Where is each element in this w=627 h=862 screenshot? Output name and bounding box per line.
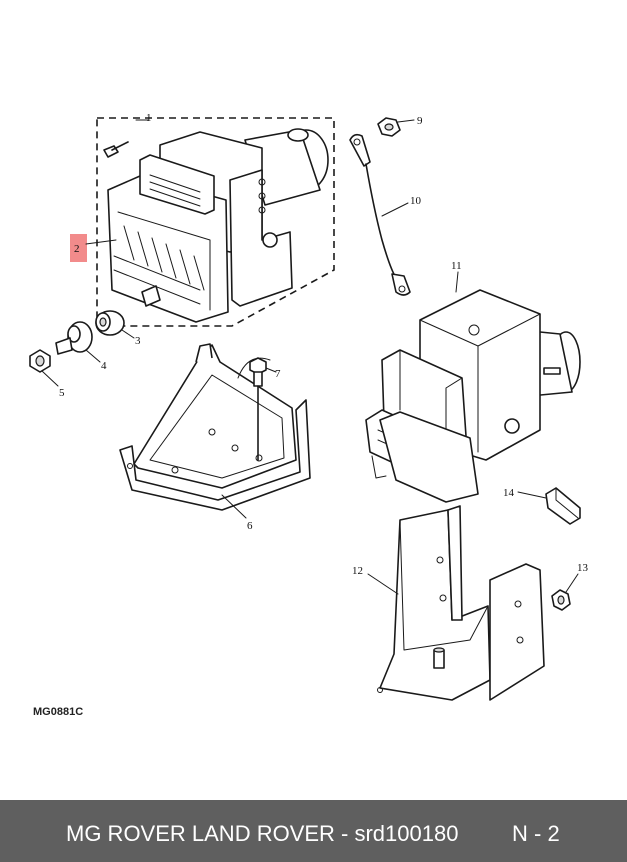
- callout-2: 2: [74, 243, 80, 255]
- callout-2-leader: [85, 239, 117, 245]
- diagram-reference-code: MG0881C: [33, 706, 84, 718]
- callout-5: 5: [59, 387, 65, 399]
- abs-modulator-alt: [365, 289, 581, 503]
- mounting-bracket-right: [377, 505, 545, 701]
- ecu-fins: [123, 225, 205, 291]
- assembly-dashed-outline: [96, 117, 335, 327]
- callout-9: 9: [417, 115, 423, 127]
- port-dot: [258, 178, 266, 186]
- callout-12-leader: [367, 573, 399, 595]
- parts-diagram: 1 2 3 4 5 6: [29, 112, 589, 701]
- footer-brand-text: MG ROVER LAND ROVER - srd100180: [66, 821, 459, 846]
- callout-13: 13: [577, 562, 589, 574]
- callout-13-leader: [565, 573, 579, 593]
- flange-nut-top: [377, 117, 401, 137]
- callout-11-leader: [455, 271, 459, 293]
- callout-3-leader: [121, 329, 135, 339]
- callout-11: 11: [451, 260, 462, 272]
- port-dot: [258, 206, 266, 214]
- port-hole: [262, 232, 278, 248]
- rubber-bush: [95, 310, 125, 336]
- mounting-bracket-left: [119, 343, 311, 511]
- callout-14-leader: [517, 491, 547, 499]
- callout-3: 3: [135, 335, 141, 347]
- callout-4-leader: [85, 349, 101, 363]
- top-bolt-shank: [111, 141, 129, 151]
- valve-block-side: [229, 169, 293, 307]
- abs-modulator-assembly: [96, 117, 335, 327]
- motor-cap: [287, 128, 309, 142]
- connector-pins: [149, 174, 201, 207]
- footer-bar: MG ROVER LAND ROVER - srd100180 N - 2: [0, 800, 627, 862]
- mounting-grommet: [55, 321, 93, 355]
- mounting-stud: [141, 285, 161, 307]
- callout-6: 6: [247, 520, 253, 532]
- callout-10: 10: [410, 195, 422, 207]
- flange-nut-right: [551, 589, 571, 611]
- callout-6-leader: [221, 494, 247, 519]
- callout-4: 4: [101, 360, 107, 372]
- bracket-bolt: [237, 357, 271, 461]
- callout-7: 7: [275, 368, 281, 380]
- ecu-edge: [117, 211, 211, 311]
- callout-10-leader: [381, 202, 409, 217]
- earth-strap: [349, 133, 411, 296]
- footer-page-number: N - 2: [512, 821, 560, 846]
- retaining-clip: [545, 487, 581, 525]
- callout-12: 12: [352, 565, 363, 577]
- callout-2-highlight: [70, 234, 87, 262]
- callout-9-leader: [397, 119, 415, 123]
- callout-1: 1: [146, 112, 152, 124]
- flange-nut-left: [29, 349, 51, 373]
- callout-5-leader: [41, 370, 59, 387]
- callout-7-leader: [265, 367, 277, 373]
- callout-14: 14: [503, 487, 515, 499]
- port-dot: [258, 192, 266, 200]
